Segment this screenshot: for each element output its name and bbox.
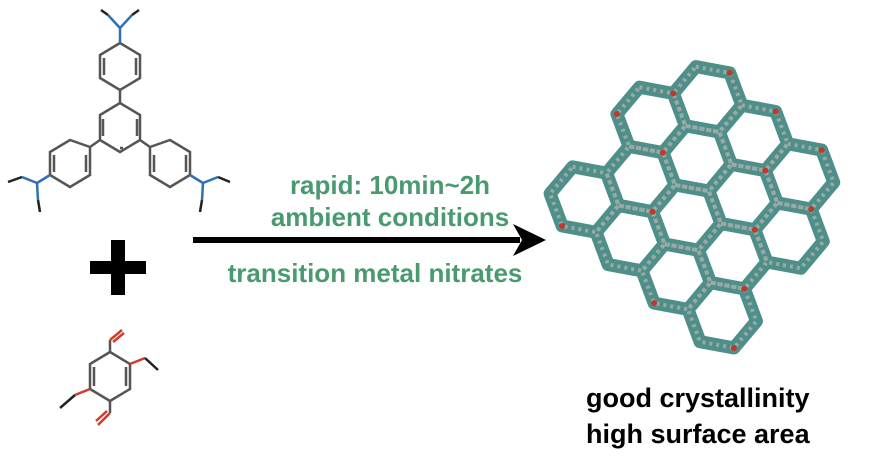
condition-ambient: ambient conditions xyxy=(270,202,510,232)
product-crystallinity: good crystallinity xyxy=(586,383,810,413)
amine-monomer-structure xyxy=(7,8,231,213)
cof-framework-structure xyxy=(543,60,841,355)
condition-nitrates: transition metal nitrates xyxy=(227,258,523,288)
product-surface-area: high surface area xyxy=(586,419,810,449)
plus-sign xyxy=(90,240,146,295)
aldehyde-monomer-structure xyxy=(59,329,159,426)
condition-rapid: rapid: 10min~2h xyxy=(289,170,491,200)
reaction-arrow xyxy=(193,224,546,256)
